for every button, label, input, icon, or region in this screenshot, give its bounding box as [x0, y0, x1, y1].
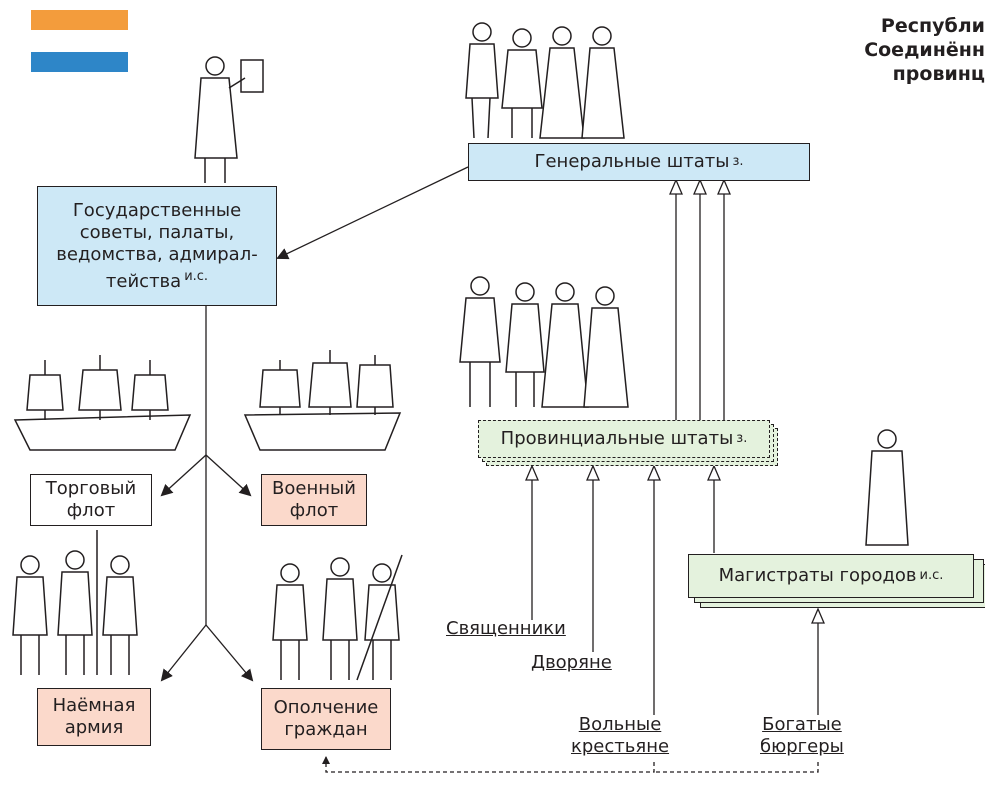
arrow-general-to-councils	[276, 166, 469, 260]
free-peasants-line-2: крестьяне	[571, 736, 670, 757]
mercenary-army-line-2: армия	[64, 717, 124, 738]
free-peasants-line-1: Вольные	[578, 714, 662, 735]
flag-stripe-blue	[31, 52, 128, 72]
state-councils-sup: и.с.	[184, 268, 209, 284]
state-councils-box: Государственные советы, палаты, ведомств…	[37, 186, 277, 306]
nobles-label: Дворяне	[531, 652, 612, 673]
military-fleet-line-1: Военный	[272, 478, 356, 499]
statesmen-group-icon	[465, 22, 625, 139]
flag-stripe-orange	[31, 10, 128, 30]
mercenary-army-line-1: Наёмная	[52, 695, 136, 716]
provincial-states-sup: з.	[736, 431, 748, 446]
merchant-fleet-box: Торговый флот	[30, 474, 152, 526]
statesmen-group-icon	[459, 276, 629, 408]
merchant-fleet-line-1: Торговый	[45, 478, 137, 499]
arrow-to-military-fleet	[205, 454, 252, 497]
general-states-label: Генеральные штаты	[534, 151, 730, 172]
diagram-title: Республи Соединённ провинц	[864, 14, 985, 86]
ship-icon	[243, 350, 402, 451]
title-line-1: Республи	[880, 15, 985, 37]
flag-stripe-white	[31, 30, 128, 52]
provincial-states-label: Провинциальные штаты	[500, 428, 734, 449]
military-fleet-box: Военный флот	[261, 474, 367, 526]
state-councils-line-4: тейства	[105, 270, 182, 292]
rich-burghers-line-2: бюргеры	[760, 736, 844, 757]
rich-burghers-line-1: Богатые	[762, 714, 842, 735]
militia-icon	[272, 554, 403, 681]
arrow-to-citizen-militia	[205, 624, 254, 682]
dashed-burgher-link	[654, 762, 819, 773]
arrow-to-mercenary-army	[160, 624, 207, 682]
citizen-militia-line-1: Ополчение	[273, 697, 379, 718]
arrow-to-merchant-fleet	[160, 454, 207, 497]
city-magistrates-sup: и.с.	[919, 568, 944, 583]
dashed-militia-link	[322, 756, 655, 773]
clergy-label: Священники	[446, 618, 566, 639]
dutch-flag-icon	[31, 10, 128, 72]
state-councils-line-1: Государственные	[72, 199, 242, 221]
mercenary-army-box: Наёмная армия	[37, 688, 151, 746]
citizen-militia-line-2: граждан	[284, 719, 368, 740]
scribe-icon	[194, 56, 264, 183]
burgher-icon	[865, 429, 909, 546]
city-magistrates-label: Магистраты городов	[718, 565, 917, 586]
citizen-militia-box: Ополчение граждан	[261, 688, 391, 750]
free-peasants-label: Вольные крестьяне	[571, 714, 669, 758]
ship-icon	[13, 355, 192, 451]
merchant-fleet-line-2: флот	[66, 500, 116, 521]
state-councils-line-3: ведомства, адмирал-	[56, 243, 258, 265]
title-line-2: Соединённ	[864, 39, 985, 61]
state-councils-line-2: советы, палаты,	[79, 221, 235, 243]
military-fleet-line-2: флот	[289, 500, 339, 521]
title-line-3: провинц	[892, 63, 985, 85]
general-states-sup: з.	[732, 154, 744, 169]
rich-burghers-label: Богатые бюргеры	[760, 714, 844, 758]
soldiers-icon	[12, 530, 138, 675]
